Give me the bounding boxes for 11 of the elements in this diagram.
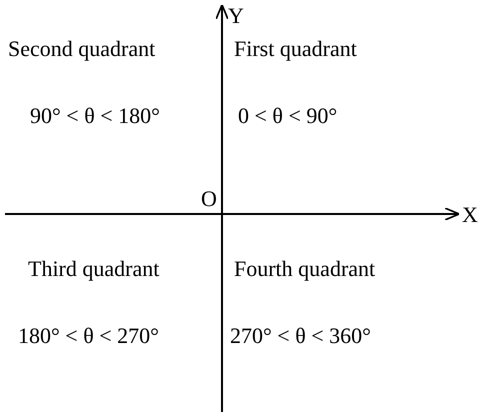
quadrant-name: Third quadrant <box>28 256 160 282</box>
quadrant-name: Second quadrant <box>8 36 156 62</box>
quadrant-name: Fourth quadrant <box>234 256 376 282</box>
origin-label: O <box>201 186 217 212</box>
quadrant-name: First quadrant <box>234 36 357 62</box>
axis-label: X <box>462 202 478 228</box>
angle-range: 0 < θ < 90° <box>238 103 338 129</box>
angle-range: 180° < θ < 270° <box>18 323 159 349</box>
axis-label: Y <box>228 3 244 29</box>
angle-range: 90° < θ < 180° <box>30 103 160 129</box>
angle-range: 270° < θ < 360° <box>230 323 371 349</box>
